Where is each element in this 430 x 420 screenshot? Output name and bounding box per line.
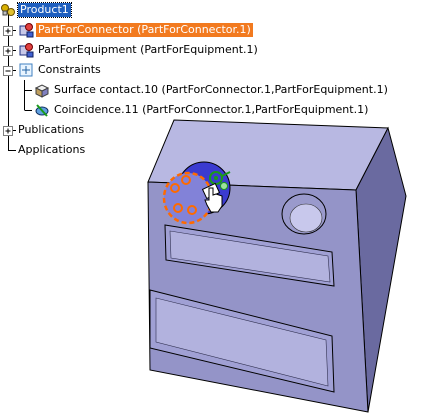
connector-front-flange[interactable] — [162, 171, 214, 225]
tree-item-partforequipment[interactable]: PartForEquipment (PartForEquipment.1) — [18, 42, 260, 58]
tree-label-applications: Applications — [18, 143, 86, 156]
tree-item-coincidence[interactable]: Coincidence.11 (PartForConnector.1,PartF… — [34, 102, 370, 118]
tree-label-constraints: Constraints — [38, 63, 101, 76]
tree-label-partforequipment: PartForEquipment (PartForEquipment.1) — [38, 43, 258, 56]
tree-item-product1[interactable]: Product1 — [0, 2, 72, 18]
hand-cursor-icon — [204, 187, 223, 213]
tree-connector-lines — [3, 14, 32, 151]
connector-pin-hole-1 — [170, 183, 180, 193]
tree-label-coincidence: Coincidence.11 (PartForConnector.1,PartF… — [54, 103, 369, 116]
coincidence-constraint-icon[interactable] — [209, 171, 231, 190]
expander-partforconnector[interactable] — [3, 26, 13, 36]
tree-label-product1: Product1 — [17, 2, 72, 18]
connector-pin-hole-2 — [181, 175, 191, 185]
surface-contact-icon — [34, 84, 50, 98]
specification-tree: Product1 PartForConnector (PartForConnec… — [0, 0, 430, 170]
tree-item-partforconnector[interactable]: PartForConnector (PartForConnector.1) — [18, 22, 253, 38]
part-icon — [19, 23, 34, 38]
part-icon — [19, 43, 34, 58]
equipment-slot-lower-inner — [155, 297, 329, 387]
connector-pin-hole-3 — [187, 205, 197, 215]
tree-label-surface-contact: Surface contact.10 (PartForConnector.1,P… — [54, 83, 388, 96]
product-icon — [1, 4, 15, 16]
equipment-slot-upper-inner — [169, 230, 331, 283]
expander-partforequipment[interactable] — [3, 46, 13, 56]
tree-item-publications[interactable]: Publications — [16, 122, 86, 138]
tree-label-partforconnector: PartForConnector (PartForConnector.1) — [36, 23, 253, 37]
connector-pin-hole-4 — [173, 203, 183, 213]
tree-label-publications: Publications — [18, 123, 85, 136]
equipment-round-hole-inner — [289, 203, 323, 233]
coincidence-icon — [35, 104, 49, 117]
expander-constraints[interactable] — [3, 66, 13, 76]
expander-publications[interactable] — [3, 126, 13, 136]
tree-item-constraints[interactable]: Constraints — [18, 62, 103, 78]
tree-item-applications[interactable]: Applications — [16, 142, 87, 158]
tree-item-surface-contact[interactable]: Surface contact.10 (PartForConnector.1,P… — [34, 82, 390, 98]
constraints-icon — [19, 63, 33, 77]
